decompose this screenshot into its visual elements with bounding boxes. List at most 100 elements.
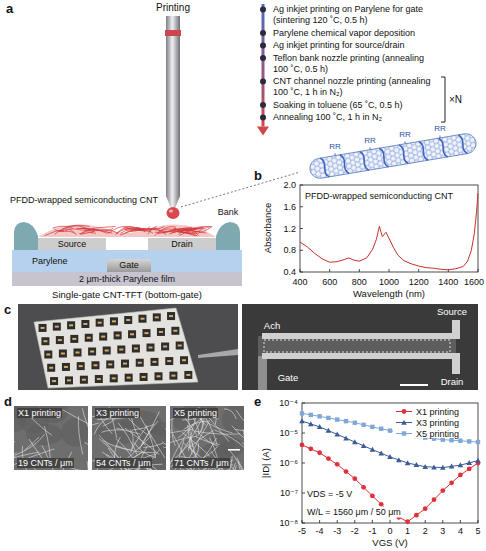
device-pad: [112, 377, 116, 379]
device-pad: [127, 377, 131, 379]
printed-device: [65, 376, 73, 384]
node-text: X5 printing: [173, 408, 218, 418]
electrode-label: Source: [437, 306, 467, 317]
channel-outline: [264, 340, 450, 352]
cnt-strand: [170, 437, 171, 444]
cnt-strand: [79, 232, 95, 234]
process-step: Parylene chemical vapor deposition: [273, 28, 437, 39]
electrode-label: Drain: [441, 376, 464, 387]
data-marker: [370, 494, 375, 499]
parylene-dielectric: ParyleneGate: [12, 250, 242, 272]
data-marker: [361, 443, 367, 448]
data-marker: [396, 457, 402, 462]
polymer-wrap: [439, 137, 448, 158]
cnt-strand: [184, 227, 212, 233]
device-pad: [69, 324, 73, 326]
drain-lead: [452, 359, 460, 374]
printed-device: [44, 351, 52, 359]
axis-tick: [302, 493, 305, 494]
cnt-strand: [92, 423, 99, 435]
device-pad: [64, 366, 68, 368]
device-pad: [169, 315, 173, 317]
side-chain-label: RR: [364, 136, 376, 146]
device-pad: [167, 360, 171, 362]
node-text: Source: [58, 239, 87, 249]
repeat-label: ×N: [449, 94, 462, 106]
cnt-strand: [174, 229, 199, 236]
data-marker: [352, 439, 358, 444]
absorbance-curve: [300, 193, 478, 270]
drain-electrode: Drain: [148, 238, 216, 250]
panel-letter: e: [254, 394, 261, 410]
tick-label: 1600: [464, 277, 484, 288]
axis-tick: [319, 520, 320, 523]
tick-label: 10⁻⁵: [280, 428, 299, 439]
cnt-strand: [163, 447, 166, 455]
printed-device: [153, 313, 161, 321]
cnt-strand: [143, 443, 163, 447]
data-marker: [440, 465, 446, 470]
data-marker: [422, 464, 428, 469]
sem-image: X5 printing71 CNTs / μm: [170, 406, 244, 470]
electrode-label: Ach: [264, 320, 280, 331]
legend-text: X3 printing: [416, 417, 459, 428]
printed-device: [85, 334, 93, 342]
data-marker: [378, 450, 384, 455]
cnt-strand: [92, 434, 93, 435]
teflon-bank: [216, 222, 240, 250]
cnt-strand: [103, 418, 116, 426]
device-pad: [159, 331, 163, 333]
droplet-highlight: [169, 210, 173, 213]
data-marker: [387, 454, 393, 459]
data-marker: [379, 427, 383, 431]
nanotube-body: [308, 132, 477, 180]
tick-label: -2: [351, 526, 359, 537]
process-arrow: [262, 4, 265, 127]
data-marker: [414, 462, 420, 467]
tick-label: -3: [333, 526, 341, 537]
device-pad: [98, 322, 102, 324]
axis-title: Absorbance: [262, 203, 273, 254]
printed-device: [140, 373, 148, 381]
nanotube-lattice: [308, 132, 477, 180]
panel-letter: d: [4, 394, 12, 410]
printed-device: [167, 312, 175, 320]
cnt-strand: [162, 442, 166, 465]
data-marker: [388, 428, 392, 432]
printed-device: [95, 375, 103, 383]
printed-device: [103, 347, 111, 355]
device-pad: [178, 345, 182, 347]
cnt-strand: [170, 431, 171, 441]
cnt-strand: [236, 410, 244, 435]
cnt-strand: [215, 430, 244, 448]
printed-device: [176, 342, 184, 350]
data-marker: [309, 413, 313, 417]
printed-device: [91, 361, 99, 369]
axis-tick: [390, 520, 391, 523]
data-marker: [466, 460, 472, 465]
data-marker: [308, 446, 313, 451]
node-text: Gate: [119, 260, 139, 270]
data-marker: [300, 411, 304, 415]
tick-label: 4: [458, 526, 463, 537]
axis-tick: [300, 206, 303, 207]
tick-label: 1400: [438, 277, 458, 288]
polymer-wrap: [340, 154, 349, 175]
axis-tick: [300, 185, 303, 186]
callout: Bank: [218, 207, 239, 218]
axis-title: |ID| (A): [260, 448, 271, 478]
device-pad: [108, 363, 112, 365]
printed-device: [53, 323, 61, 331]
device-pad: [61, 353, 65, 355]
process-arrowhead: [257, 127, 269, 136]
device-pad: [46, 354, 50, 356]
device-pad: [101, 336, 105, 338]
device-pad: [112, 320, 116, 322]
legend-marker: [402, 431, 406, 435]
tick-label: 600: [322, 277, 337, 288]
printed-device: [110, 374, 118, 382]
printed-device: [124, 316, 132, 324]
axis-tick: [460, 520, 461, 523]
axis-tick: [359, 269, 360, 272]
device-pad: [134, 348, 138, 350]
